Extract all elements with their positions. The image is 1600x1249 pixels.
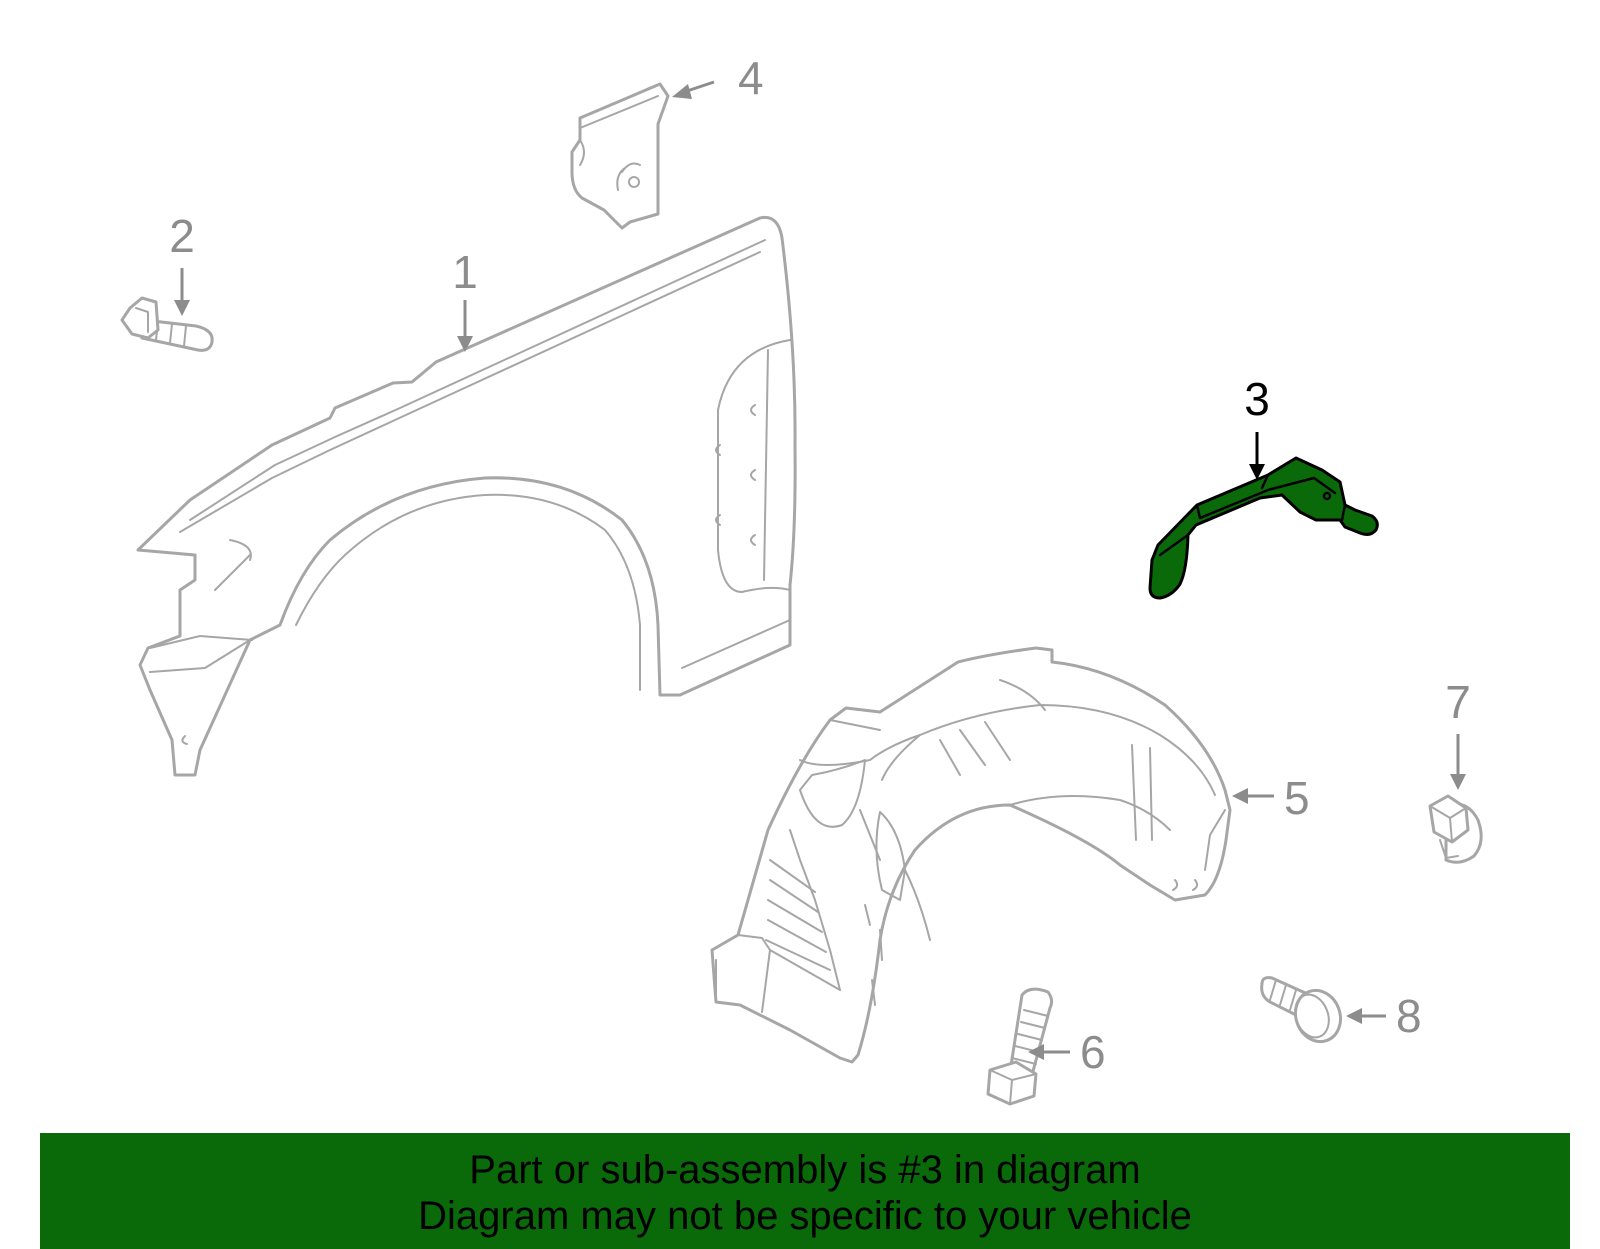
callout-1-label: 1 xyxy=(452,246,478,298)
part-7-nut[interactable] xyxy=(1428,794,1483,864)
part-5-splash-shield[interactable] xyxy=(710,646,1232,1064)
callout-1-arrowhead xyxy=(457,336,473,352)
part-6-bolt[interactable] xyxy=(986,987,1054,1106)
part-2-bolt[interactable] xyxy=(120,296,214,352)
part-8-screw[interactable] xyxy=(1260,976,1348,1048)
callout-6-arrowhead xyxy=(1028,1044,1044,1060)
callout-2-arrowhead xyxy=(174,300,190,316)
callout-8: 8 xyxy=(1346,990,1422,1042)
callout-2: 2 xyxy=(169,210,195,316)
part-4-bracket[interactable] xyxy=(570,82,670,230)
banner-line-1: Part or sub-assembly is #3 in diagram xyxy=(469,1148,1141,1192)
callout-3-label: 3 xyxy=(1244,373,1270,425)
callout-6: 6 xyxy=(1028,1026,1106,1078)
callout-8-arrowhead xyxy=(1346,1008,1362,1024)
callout-7: 7 xyxy=(1445,676,1471,790)
info-banner: Part or sub-assembly is #3 in diagram Di… xyxy=(40,1133,1570,1249)
callout-1: 1 xyxy=(452,246,478,352)
callout-7-label: 7 xyxy=(1445,676,1471,728)
callout-3: 3 xyxy=(1244,373,1270,480)
callout-2-label: 2 xyxy=(169,210,195,262)
callout-7-arrowhead xyxy=(1450,774,1466,790)
part-1-fender[interactable] xyxy=(136,215,797,777)
callout-3-arrowhead xyxy=(1249,464,1265,480)
part-3-bracket-highlighted[interactable] xyxy=(1148,456,1379,600)
callout-4: 4 xyxy=(672,52,764,104)
callout-5-label: 5 xyxy=(1284,772,1310,824)
callout-5: 5 xyxy=(1232,772,1310,824)
banner-line-2: Diagram may not be specific to your vehi… xyxy=(418,1194,1192,1238)
callout-4-arrowhead xyxy=(672,84,692,99)
callout-4-label: 4 xyxy=(738,52,764,104)
callout-8-label: 8 xyxy=(1396,990,1422,1042)
callout-5-arrowhead xyxy=(1232,788,1248,804)
callout-6-label: 6 xyxy=(1080,1026,1106,1078)
